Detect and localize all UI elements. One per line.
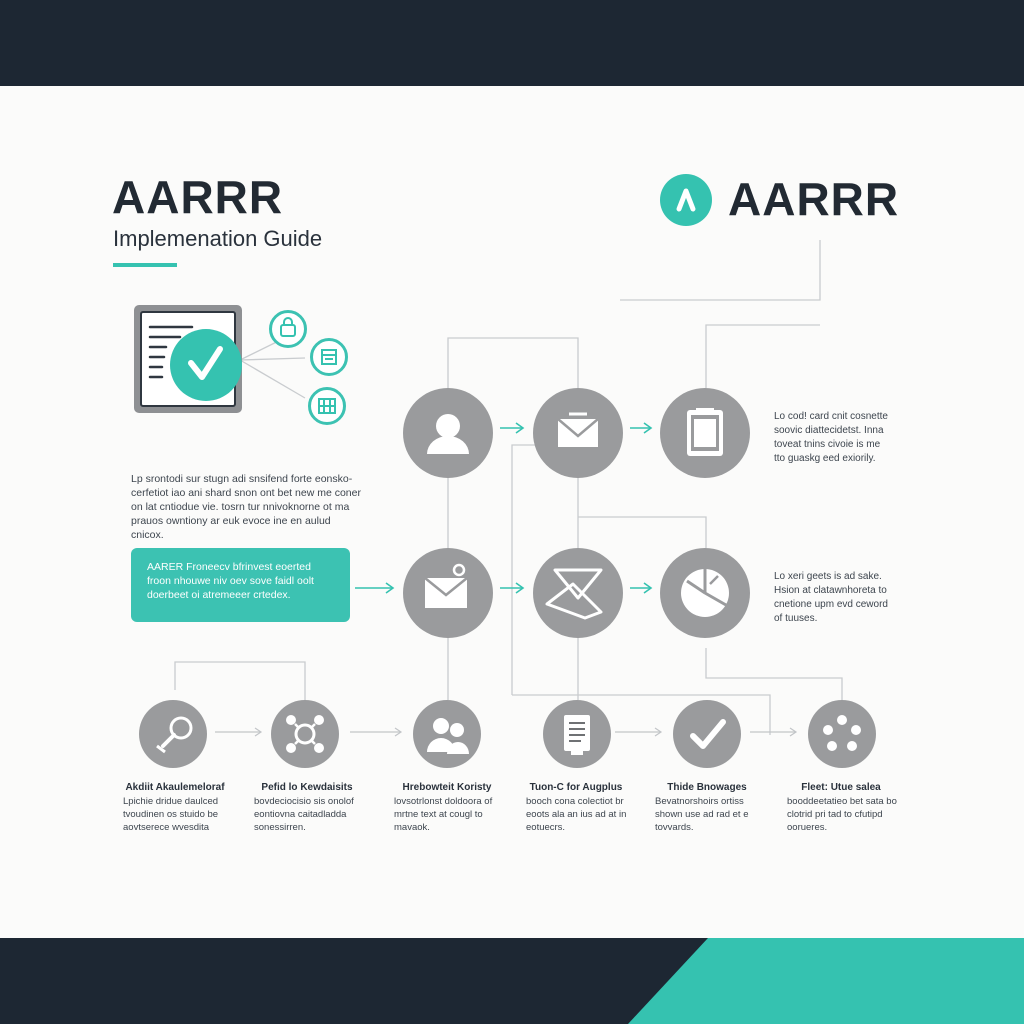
step-title: Fleet: Utue salea — [801, 782, 881, 793]
lock-bag-icon — [269, 310, 307, 348]
bottom-band — [0, 938, 1024, 1024]
framework-callout: AARER Froneecv bfrinvest eoerted froon n… — [131, 548, 350, 622]
step-title: Thide Bnowages — [667, 782, 747, 793]
building-icon — [308, 387, 346, 425]
bottom-accent-shape — [628, 938, 1024, 1024]
people-icon — [413, 700, 481, 768]
envelope-icon — [533, 388, 623, 478]
logo-text: AARRR — [728, 173, 900, 225]
step-title: Pefid lo Kewdaisits — [261, 782, 353, 793]
step-title: Hrebowteit Koristy — [402, 782, 492, 793]
clipboard-icon — [660, 388, 750, 478]
pie-chart-icon — [660, 548, 750, 638]
logo-icon — [660, 174, 712, 226]
network-icon — [271, 700, 339, 768]
calendar-icon — [310, 338, 348, 376]
page-title: AARRR — [112, 171, 284, 223]
page-subtitle: Implemenation Guide — [113, 226, 323, 251]
check-icon — [673, 700, 741, 768]
step-title: Tuon-C for Augplus — [529, 782, 623, 793]
step-title: Akdiit Akaulemeloraf — [125, 782, 225, 793]
top-band — [0, 0, 1024, 86]
checklist-card — [134, 305, 242, 413]
user-icon — [403, 388, 493, 478]
mail-notification-icon — [403, 548, 493, 638]
dots-icon — [808, 700, 876, 768]
funnel-icon — [533, 548, 623, 638]
title-underline — [113, 263, 177, 267]
intro-paragraph: Lp srontodi sur stugn adi snsifend forte… — [131, 473, 361, 541]
checklist-icon — [148, 325, 242, 401]
document-icon — [543, 700, 611, 768]
search-icon — [139, 700, 207, 768]
note-revenue: Lo xeri geets is ad sake.Hsion at clataw… — [774, 571, 888, 624]
